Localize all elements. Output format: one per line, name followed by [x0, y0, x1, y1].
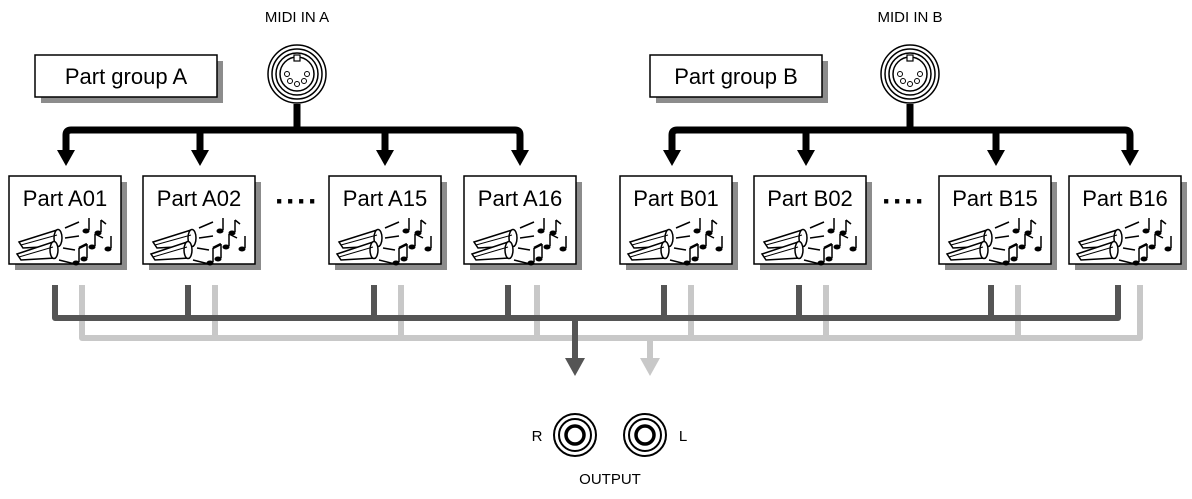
- output-r-jack-icon: [553, 413, 597, 457]
- midi-a-arrows: [57, 150, 529, 166]
- midi-in-a-label: MIDI IN A: [265, 9, 329, 26]
- part-box: Part B01: [619, 175, 738, 270]
- group-a-box: Part group A: [34, 54, 223, 103]
- part-box: Part A02: [142, 175, 261, 270]
- part-label: Part A02: [157, 186, 241, 211]
- part-box: Part B16: [1068, 175, 1187, 270]
- group-b-box: Part group B: [649, 54, 828, 103]
- part-label: Part B01: [633, 186, 719, 211]
- part-label: Part B02: [767, 186, 853, 211]
- part-box: Part A15: [328, 175, 447, 270]
- ellipsis-b: ····: [882, 185, 926, 218]
- output-label: OUTPUT: [579, 471, 641, 488]
- output-l-jack-icon: [623, 413, 667, 457]
- part-box: Part A16: [463, 175, 582, 270]
- part-box: Part A01: [8, 175, 127, 270]
- group-a-label: Part group A: [65, 64, 188, 89]
- midi-in-a-connector-icon: [267, 44, 327, 104]
- midi-in-b-connector-icon: [880, 44, 940, 104]
- midi-b-arrows: [663, 150, 1139, 166]
- part-box: Part B15: [938, 175, 1057, 270]
- part-label: Part A01: [23, 186, 107, 211]
- part-label: Part B16: [1082, 186, 1168, 211]
- left-output-arrow: [640, 358, 660, 376]
- right-output-arrow: [565, 358, 585, 376]
- part-label: Part A15: [343, 186, 427, 211]
- midi-b-distribution: [668, 104, 1134, 152]
- part-label: Part B15: [952, 186, 1038, 211]
- midi-in-b-label: MIDI IN B: [877, 9, 942, 26]
- midi-a-distribution: [62, 104, 524, 152]
- ellipsis-a: ····: [275, 185, 319, 218]
- right-channel-bus: [52, 285, 1121, 360]
- left-channel-bus: [79, 285, 1143, 360]
- output-l-label: L: [679, 428, 687, 445]
- group-b-label: Part group B: [674, 64, 798, 89]
- part-label: Part A16: [478, 186, 562, 211]
- output-r-label: R: [532, 428, 543, 445]
- part-box: Part B02: [753, 175, 872, 270]
